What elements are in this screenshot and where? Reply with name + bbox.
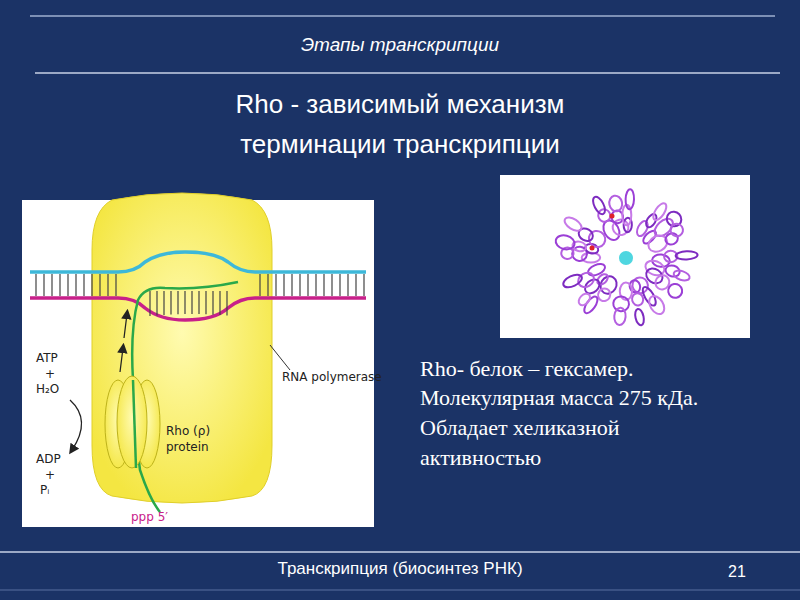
description-text: Обладает хеликазной активностью [420, 413, 680, 472]
rna-polymerase [92, 193, 272, 503]
plus-sign: + [45, 469, 55, 481]
rna-end-label: ppp 5′ [131, 511, 168, 523]
slide-title: Rho - зависимый механизм терминации тран… [185, 84, 615, 165]
dna-template-strand [30, 252, 366, 272]
base-pairs [36, 274, 364, 296]
footer-text: Транскрипция (биосинтез РНК) [200, 559, 600, 579]
section-header: Этапы транскрипции [200, 34, 600, 57]
part-label: RNA polymerase [282, 371, 382, 383]
description-text: Молекулярная масса 275 кДа. [420, 384, 790, 413]
product-label: Pᵢ [40, 484, 49, 496]
rho-hexamer [105, 376, 160, 468]
slide-number: 21 [728, 562, 746, 581]
description-text: Rho- белок – гексамер. [420, 355, 790, 384]
hydrolysis-arrow [70, 400, 82, 450]
slide-frame [0, 16, 800, 590]
leader-line [270, 345, 290, 370]
rho-structure [554, 189, 698, 326]
movement-arrows [120, 314, 127, 372]
reagent-label: ATP [36, 352, 58, 364]
product-label: ADP [36, 453, 61, 465]
reagent-label: H₂O [36, 383, 59, 395]
structure-center [619, 251, 633, 265]
structure-panel [500, 175, 750, 338]
part-label: Rho (ρ) protein [166, 424, 226, 455]
rna-dna-hybrid [150, 291, 227, 316]
dna-coding-strand [30, 298, 366, 320]
plus-sign: + [45, 368, 55, 380]
rna-transcript [132, 282, 238, 512]
